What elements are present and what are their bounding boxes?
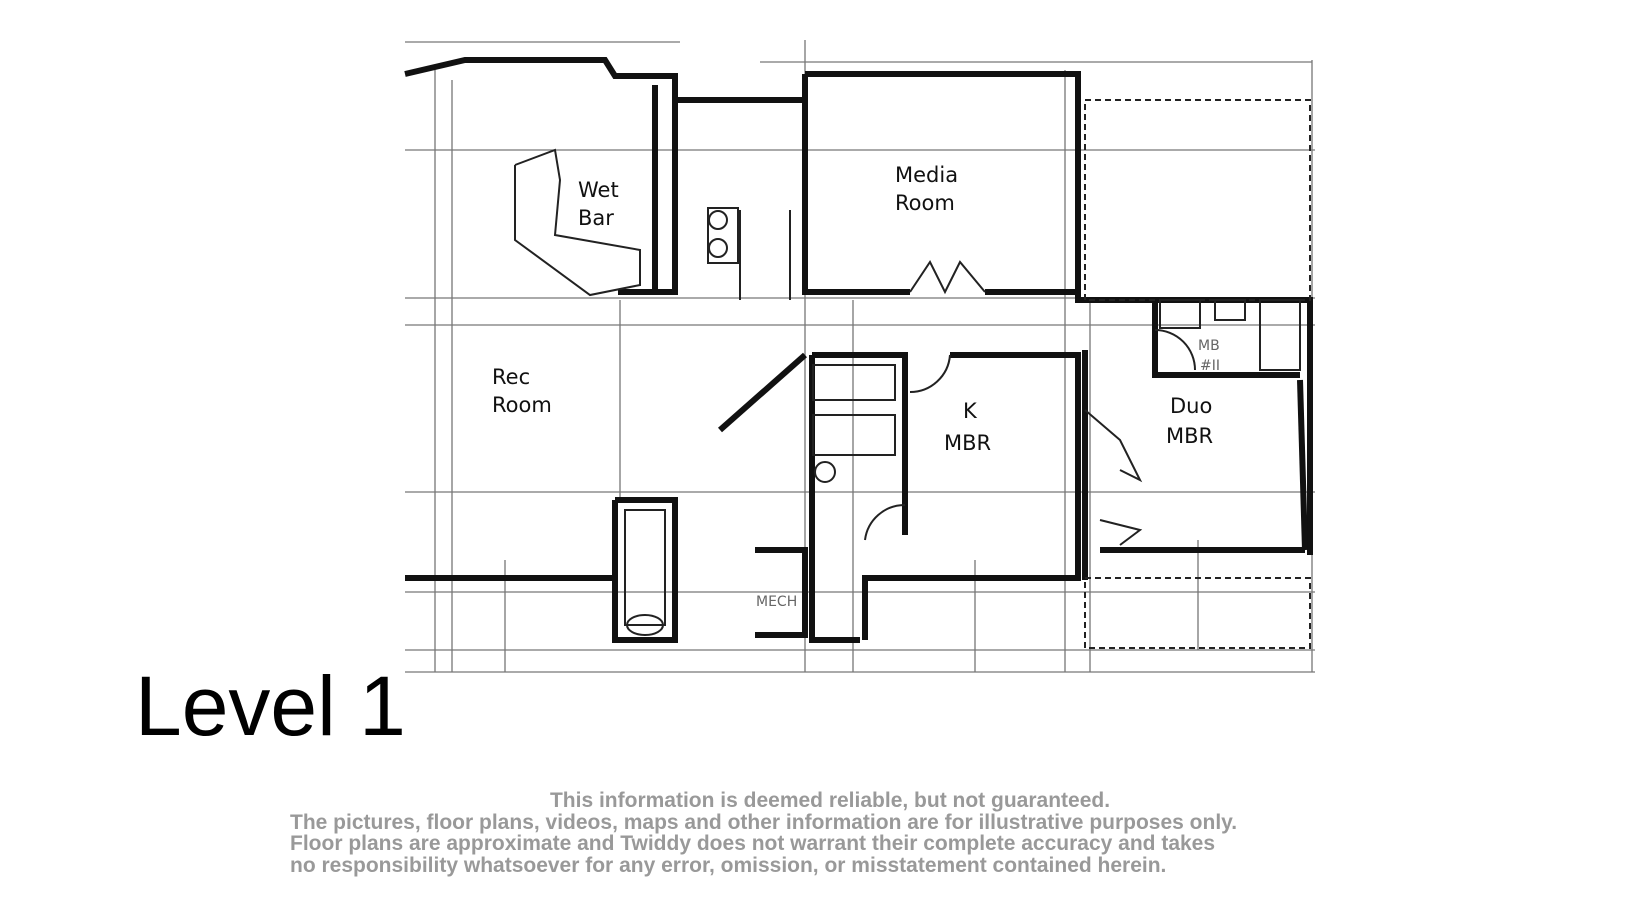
level-title: Level 1 bbox=[135, 659, 406, 753]
duo-mbr-label-1: Duo bbox=[1170, 394, 1212, 418]
rec-room-label-2: Room bbox=[492, 393, 552, 417]
disclaimer-line: no responsibility whatsoever for any err… bbox=[290, 853, 1167, 877]
k-mbr-label-2: MBR bbox=[944, 431, 991, 455]
fixtures bbox=[514, 99, 1311, 649]
wet-bar-label-2: Bar bbox=[578, 206, 614, 230]
wet-bar-label-1: Wet bbox=[578, 178, 619, 202]
mech-label: MECH bbox=[756, 594, 797, 610]
duo-mbr-label-2: MBR bbox=[1166, 424, 1213, 448]
walls bbox=[404, 57, 1313, 643]
disclaimer-line: The pictures, floor plans, videos, maps … bbox=[290, 810, 1238, 834]
rec-room-label-1: Rec bbox=[492, 365, 530, 389]
media-room-label-1: Media bbox=[895, 163, 958, 187]
disclaimer: This information is deemed reliable, but… bbox=[290, 790, 1370, 876]
room-labels: Wet Bar Media Room Rec Room K MBR Duo MB… bbox=[492, 163, 1220, 610]
k-mbr-label-1: K bbox=[963, 399, 978, 423]
media-room-label-2: Room bbox=[895, 191, 955, 215]
mb-label-1: MB bbox=[1198, 338, 1220, 354]
mb-label-2: #II bbox=[1200, 358, 1220, 374]
disclaimer-line: This information is deemed reliable, but… bbox=[549, 789, 1111, 812]
disclaimer-line: Floor plans are approximate and Twiddy d… bbox=[290, 832, 1216, 855]
